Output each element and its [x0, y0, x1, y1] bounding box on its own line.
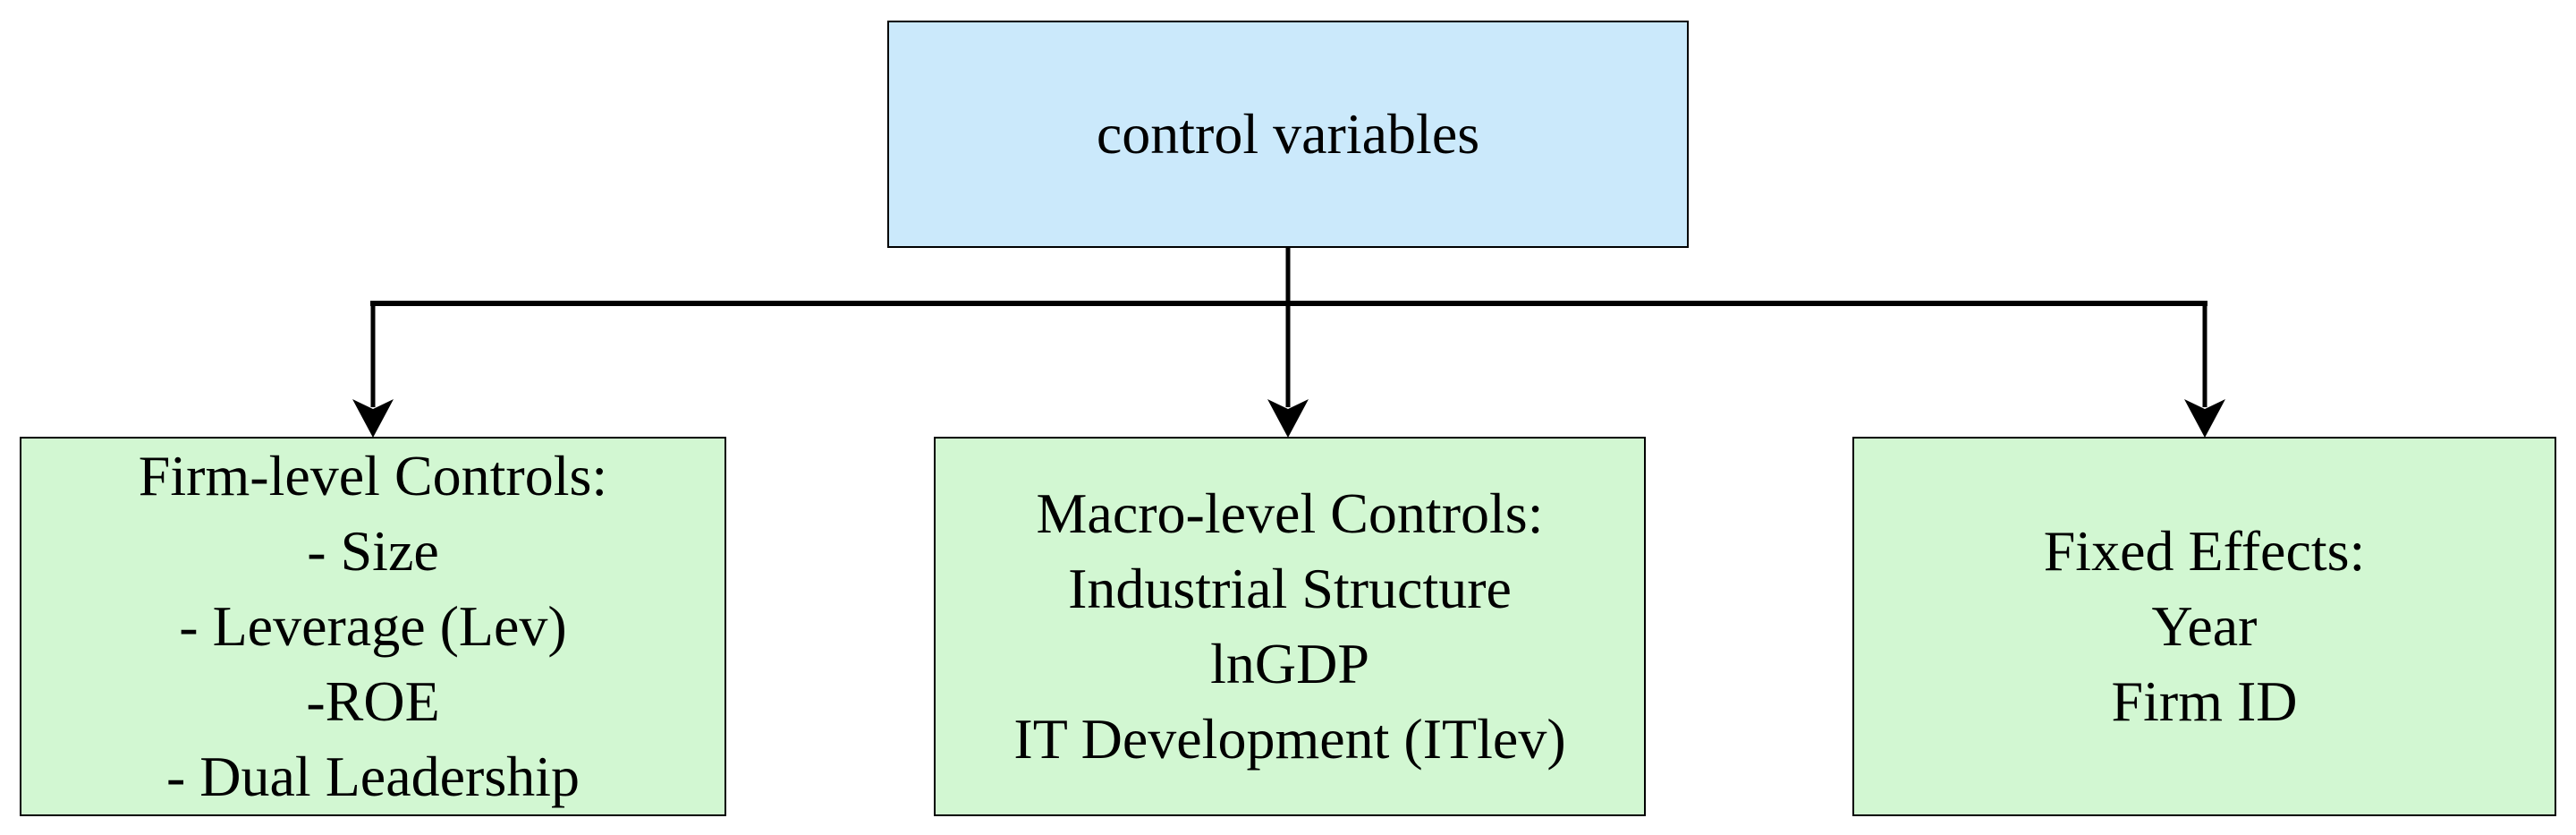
node-line: lnGDP	[1210, 632, 1369, 695]
child-node-macro-level-controls: Macro-level Controls: Industrial Structu…	[934, 437, 1646, 816]
down-arrow-icon	[352, 399, 394, 438]
node-line: - Size	[307, 519, 439, 583]
child-node-firm-level-controls: Firm-level Controls: - Size - Leverage (…	[20, 437, 726, 816]
down-arrow-icon	[1267, 399, 1309, 438]
node-line: - Leverage (Lev)	[179, 594, 567, 658]
node-line: IT Development (ITlev)	[1013, 707, 1566, 771]
node-line: Firm-level Controls:	[138, 444, 608, 507]
node-line: Year	[2151, 594, 2258, 658]
down-arrow-icon	[2184, 399, 2225, 438]
root-node-control-variables: control variables	[887, 21, 1689, 248]
node-line: Industrial Structure	[1068, 557, 1512, 620]
node-line: Firm ID	[2111, 669, 2298, 733]
node-line: Macro-level Controls:	[1036, 481, 1544, 545]
root-node-label: control variables	[1096, 102, 1480, 166]
node-line: -ROE	[306, 669, 440, 733]
node-line: Fixed Effects:	[2043, 519, 2366, 583]
child-node-fixed-effects: Fixed Effects: Year Firm ID	[1852, 437, 2556, 816]
node-line: - Dual Leadership	[165, 745, 580, 808]
